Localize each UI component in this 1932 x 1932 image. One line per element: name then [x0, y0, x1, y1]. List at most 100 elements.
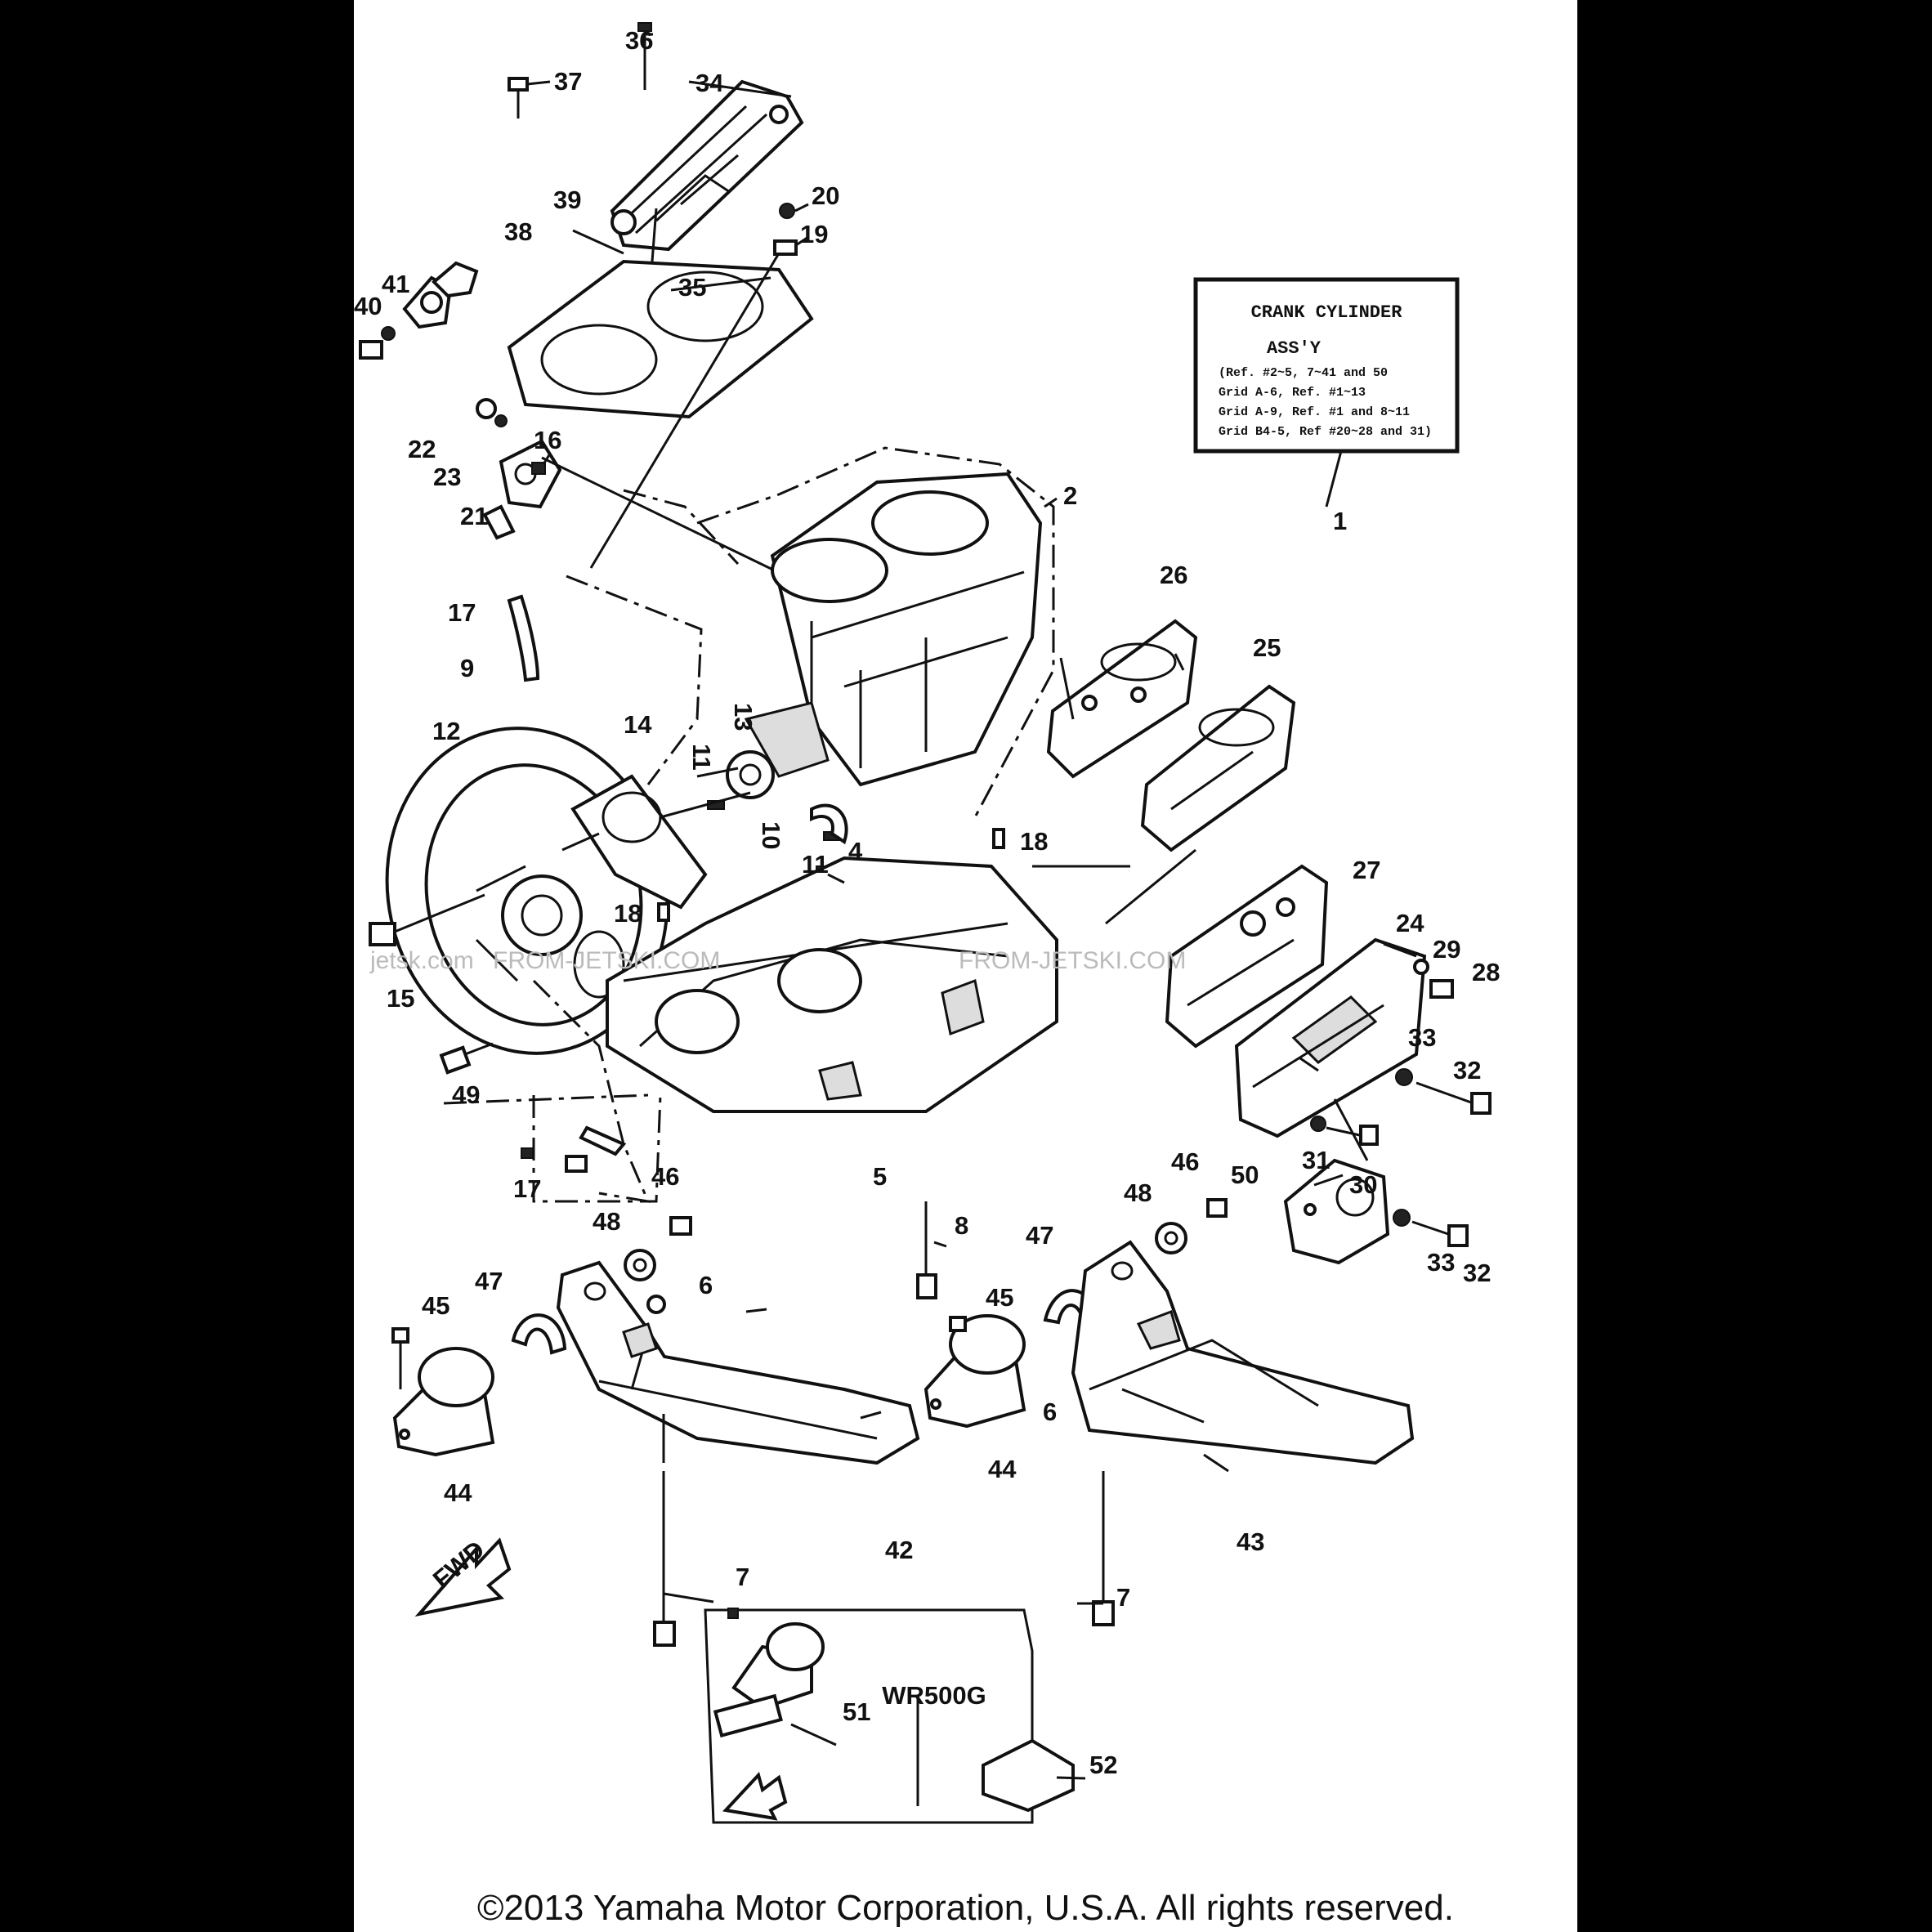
callout-39: 39	[553, 186, 581, 214]
thermostat-cover	[402, 275, 453, 329]
bolt-49	[439, 1042, 494, 1075]
callout-6-right: 6	[1043, 1398, 1057, 1426]
cover-plate-26	[1046, 619, 1198, 779]
callout-8: 8	[955, 1211, 968, 1240]
washer-29	[1413, 959, 1429, 975]
callout-14: 14	[624, 710, 652, 739]
bend-10	[810, 803, 848, 845]
callout-20: 20	[812, 181, 839, 210]
bolt-8	[916, 1201, 937, 1299]
callout-13: 13	[729, 703, 758, 731]
note-line-2: Grid A-6, Ref. #1~13	[1219, 386, 1366, 400]
callout-17-lower: 17	[513, 1174, 541, 1203]
fitting-17-upper	[482, 504, 516, 540]
bolt-32-lower	[1447, 1224, 1469, 1247]
cover-21	[499, 439, 562, 509]
thermostat-gasket	[432, 261, 479, 298]
cover-plate-25	[1140, 684, 1296, 852]
callout-21: 21	[460, 502, 488, 530]
engine-mount-44-left	[392, 1347, 495, 1457]
callout-52: 52	[1089, 1751, 1117, 1779]
note-line-1: (Ref. #2~5, 7~41 and 50	[1219, 366, 1388, 380]
callout-24: 24	[1396, 909, 1424, 937]
bolt-32-upper	[1470, 1092, 1491, 1115]
callout-11-lower: 11	[802, 850, 829, 879]
washer-48-left	[624, 1249, 656, 1281]
callout-45-right: 45	[986, 1283, 1013, 1312]
bolt-15	[369, 893, 485, 946]
stopper-47-left	[511, 1313, 567, 1355]
callout-32-upper: 32	[1453, 1056, 1481, 1085]
bolt-28	[1429, 979, 1454, 999]
watermark-2: FROM-JETSKI.COM	[493, 947, 720, 974]
callout-16: 16	[534, 426, 561, 454]
callout-38: 38	[504, 217, 532, 246]
note-subtitle: ASS'Y	[1267, 338, 1322, 359]
wr500g-variant-inset: WR500G	[704, 1608, 1075, 1824]
bolt-7-right	[1092, 1471, 1115, 1626]
callout-43: 43	[1237, 1527, 1264, 1556]
plug-16	[531, 462, 546, 475]
bolt-30	[1359, 1125, 1379, 1146]
cover-plate-27	[1165, 864, 1329, 1049]
variant-label: WR500G	[882, 1681, 986, 1710]
callout-11-upper: 11	[687, 744, 716, 771]
nut-22	[476, 398, 497, 419]
forward-direction-arrow-main: FWD	[414, 1535, 512, 1617]
callout-5: 5	[873, 1162, 887, 1191]
callout-10: 10	[757, 821, 785, 849]
engine-bed-43	[1071, 1240, 1415, 1465]
copyright-notice: ©2013 Yamaha Motor Corporation, U.S.A. A…	[477, 1888, 1454, 1928]
washer-41	[381, 326, 396, 341]
callout-35: 35	[678, 273, 706, 302]
callout-22: 22	[408, 435, 436, 463]
callout-34: 34	[695, 69, 724, 97]
plug-20	[779, 203, 795, 219]
leader-lines	[526, 33, 1417, 1780]
callout-26: 26	[1160, 561, 1187, 589]
callout-23: 23	[433, 463, 461, 491]
callout-labels: 36 37 34 39 38 41 40 35 20 19 22 23 21 1…	[354, 26, 1500, 1779]
note-line-3: Grid A-9, Ref. #1 and 8~11	[1219, 405, 1410, 419]
hose-9	[507, 594, 540, 682]
callout-46-right: 46	[1171, 1147, 1199, 1176]
washer-33-upper	[1395, 1068, 1413, 1086]
callout-27: 27	[1353, 856, 1380, 884]
engine-bed-42	[556, 1260, 920, 1465]
oil-seal-13	[726, 750, 775, 799]
callout-2: 2	[1063, 481, 1077, 510]
cylinder-head-cover	[610, 79, 804, 252]
watermark-1: jetsk.com	[369, 947, 474, 974]
bolt-45-left	[391, 1327, 409, 1344]
watermark-3: FROM-JETSKI.COM	[959, 947, 1186, 974]
callout-44-right: 44	[988, 1455, 1017, 1483]
callout-37: 37	[554, 67, 582, 96]
washer-31	[1310, 1116, 1326, 1132]
callout-9: 9	[460, 654, 474, 682]
callout-29: 29	[1433, 935, 1460, 964]
callout-31: 31	[1302, 1146, 1330, 1174]
callout-18-right: 18	[1020, 827, 1048, 856]
callout-12: 12	[432, 717, 460, 745]
nut-46-left	[669, 1216, 692, 1236]
callout-40: 40	[354, 292, 382, 320]
hose-17-lower	[579, 1125, 627, 1156]
callout-41: 41	[382, 270, 409, 298]
bolt-36	[637, 22, 652, 90]
dowel-18-right	[992, 828, 1005, 849]
dowel-18-left	[657, 902, 670, 922]
callout-7-right: 7	[1116, 1583, 1130, 1612]
crankcase	[606, 856, 1058, 1113]
exhaust-cover-24	[1234, 937, 1427, 1138]
callout-15: 15	[387, 984, 414, 1013]
assembly-note-box: CRANK CYLINDER ASS'Y (Ref. #2~5, 7~41 an…	[1193, 277, 1460, 454]
callout-46-left: 46	[651, 1162, 679, 1191]
callout-33-lower: 33	[1427, 1248, 1455, 1277]
cylinder-block	[744, 472, 1043, 787]
nut-6-left	[646, 1295, 666, 1314]
washer-48-right	[1155, 1222, 1187, 1254]
callout-51: 51	[843, 1697, 870, 1726]
bolt-37	[508, 77, 529, 119]
callout-49: 49	[452, 1080, 480, 1109]
callout-4: 4	[848, 837, 863, 865]
